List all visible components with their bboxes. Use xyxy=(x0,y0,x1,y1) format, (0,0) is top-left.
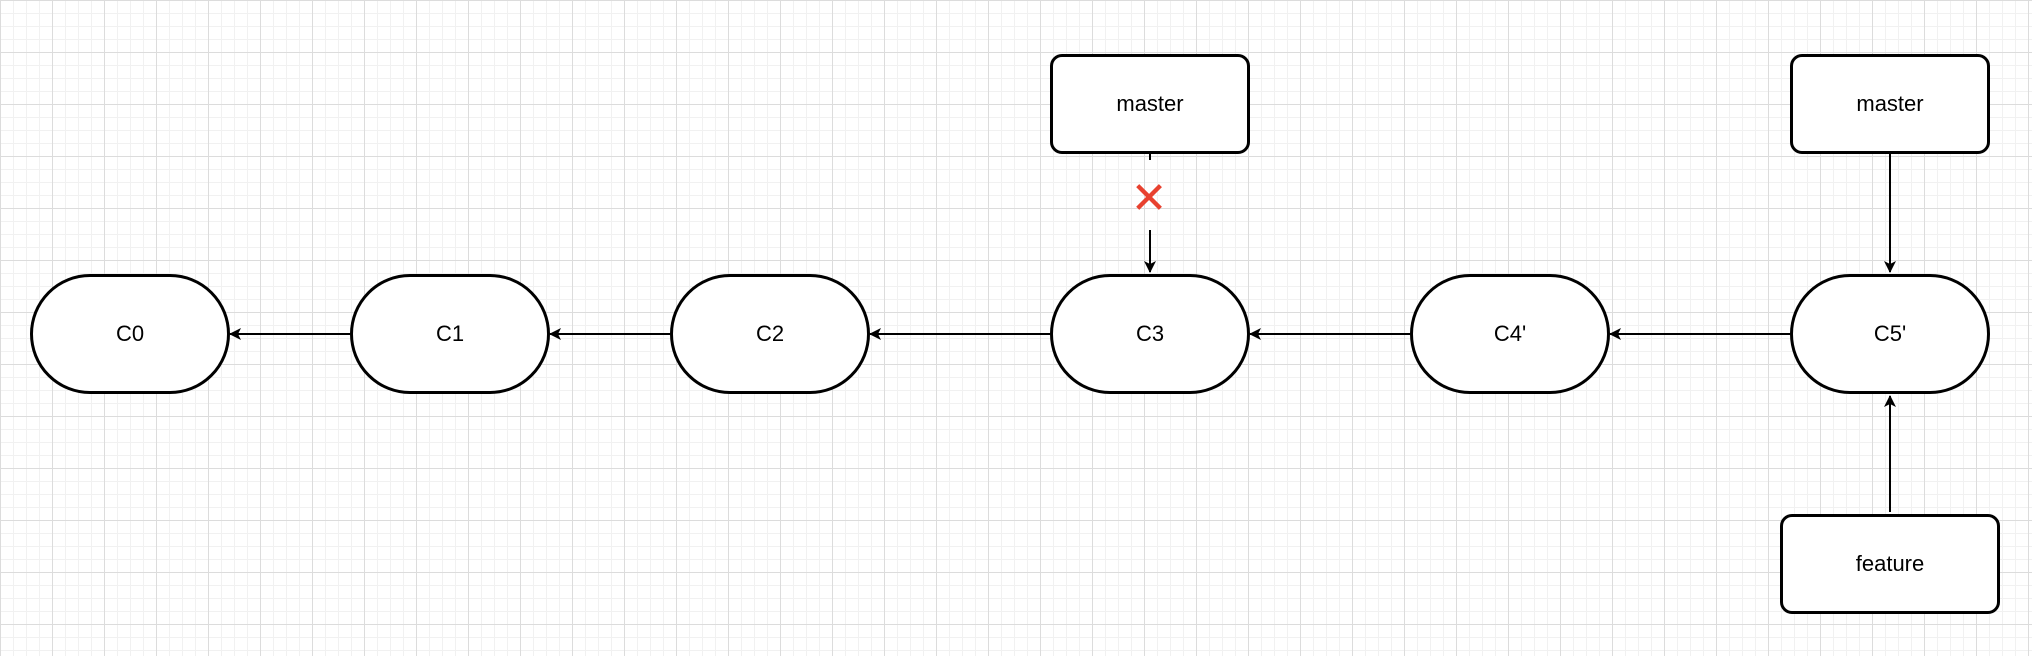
commit-label: C4' xyxy=(1493,321,1527,346)
commit-label: C2 xyxy=(755,321,785,346)
branch-master-old[interactable]: master xyxy=(1050,54,1250,154)
commit-label: C0 xyxy=(115,321,145,346)
commit-label: C5' xyxy=(1873,321,1907,346)
commit-node-c0[interactable]: C0 xyxy=(30,274,230,394)
commit-node-c4p[interactable]: C4' xyxy=(1410,274,1610,394)
branch-label: feature xyxy=(1855,551,1925,576)
commit-label: C3 xyxy=(1135,321,1165,346)
branch-label: master xyxy=(1116,91,1184,116)
commit-node-c5p[interactable]: C5' xyxy=(1790,274,1990,394)
branch-label: master xyxy=(1856,91,1924,116)
commit-node-c2[interactable]: C2 xyxy=(670,274,870,394)
commit-label: C1 xyxy=(435,321,465,346)
branch-master[interactable]: master xyxy=(1790,54,1990,154)
commit-node-c1[interactable]: C1 xyxy=(350,274,550,394)
commit-node-c3[interactable]: C3 xyxy=(1050,274,1250,394)
cross-icon: ✕ xyxy=(1130,173,1168,224)
branch-feature[interactable]: feature xyxy=(1780,514,2000,614)
